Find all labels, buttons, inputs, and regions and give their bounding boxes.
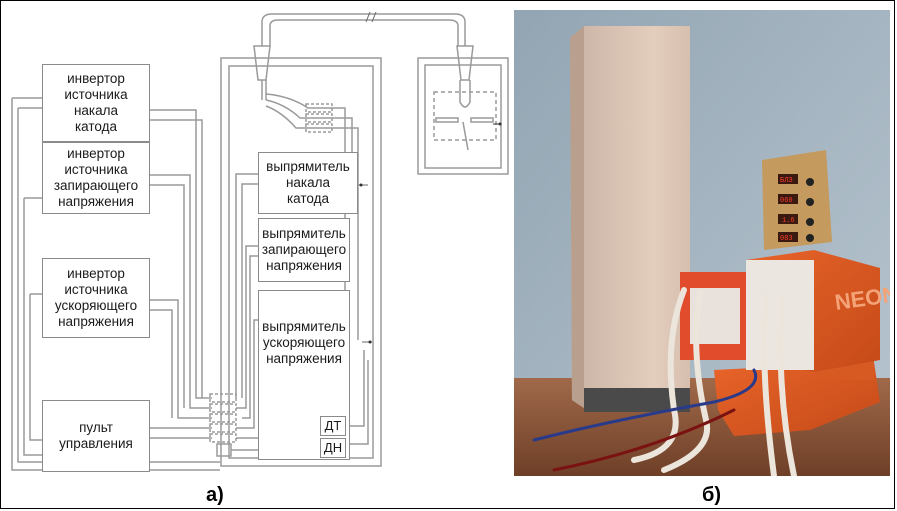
hv-cable-inner: [270, 20, 458, 46]
block-control-panel: пульт управления: [42, 400, 150, 472]
chamber-outer: [418, 58, 508, 174]
block-current-sensor: ДТ: [320, 416, 346, 436]
hv-cable-outer: [262, 14, 465, 46]
equipment-photo: NEON БЛЗ 060 1.6 083: [514, 10, 890, 476]
block-rectifier-locking-voltage: выпрямитель запирающего напряжения: [258, 218, 350, 282]
block-inverter-accelerating-voltage: инвертор источника ускоряющего напряжени…: [42, 258, 150, 338]
caption-panel-a: а): [206, 484, 224, 507]
display-1: БЛЗ: [780, 177, 793, 185]
block-voltage-sensor: ДН: [320, 438, 346, 458]
block-inverter-locking-voltage: инвертор источника запирающего напряжени…: [42, 142, 150, 214]
display-3: 1.6: [782, 217, 795, 225]
caption-panel-b: б): [702, 484, 721, 507]
display-4: 083: [780, 235, 793, 243]
block-rectifier-cathode-heating: выпрямитель накала катода: [258, 152, 358, 214]
block-inverter-cathode-heating: инвертор источника накала катода: [42, 64, 150, 142]
display-2: 060: [780, 197, 793, 205]
